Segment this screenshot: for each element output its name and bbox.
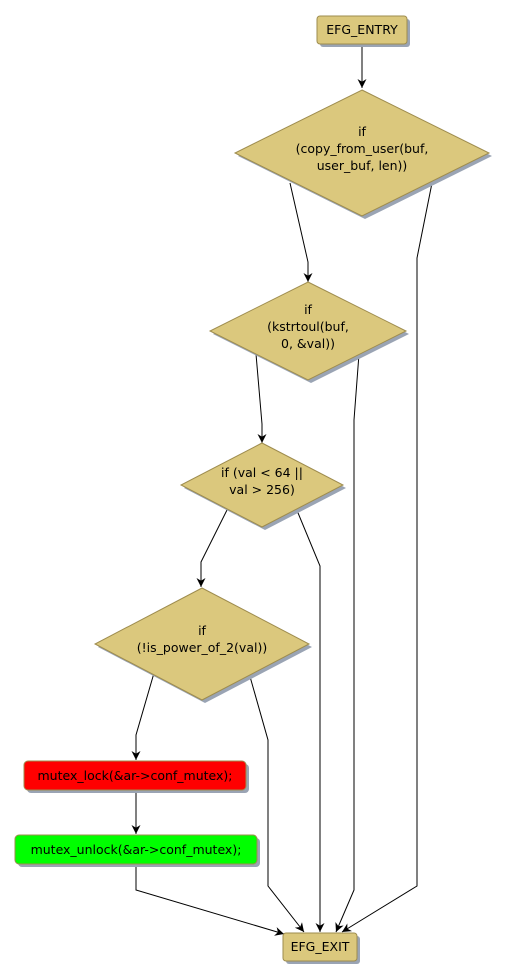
edges — [131, 44, 433, 936]
edge-dec3-dec4 — [196, 507, 229, 587]
edge-dec4-lock — [131, 672, 155, 760]
decision-diamond — [233, 89, 491, 217]
node-decision-kstrtoul: if (kstrtoul(buf, 0, &val)) — [208, 281, 409, 383]
edge-dec2-dec3 — [255, 353, 267, 443]
label-line: 0, &val)) — [281, 336, 335, 351]
entry-terminal — [316, 15, 408, 45]
mutex-unlock-box — [14, 834, 258, 865]
node-label: if (!is_power_of_2(val)) — [137, 623, 267, 655]
edge-dec1-dec2 — [289, 182, 313, 282]
node-mutex-unlock: mutex_unlock(&ar->conf_mutex); — [14, 834, 260, 867]
label-line: if — [304, 302, 312, 317]
edge-dec3-exit — [295, 507, 325, 932]
node-label: if (copy_from_user(buf, user_buf, len)) — [296, 124, 429, 173]
edge-dec2-exit — [335, 353, 360, 933]
node-label: mutex_unlock(&ar->conf_mutex); — [31, 842, 242, 857]
label-line: EFG_EXIT — [291, 939, 350, 954]
node-decision-is-power-of-2: if (!is_power_of_2(val)) — [93, 587, 312, 703]
label-line: mutex_unlock(&ar->conf_mutex); — [31, 842, 242, 857]
node-decision-val-range: if (val < 64 || val > 256) — [179, 442, 346, 530]
label-line: EFG_ENTRY — [326, 22, 398, 37]
label-line: if (val < 64 || — [221, 465, 303, 480]
edge-dec4-exit — [248, 672, 305, 933]
node-label: if (kstrtoul(buf, 0, &val)) — [267, 302, 349, 351]
node-label: if (val < 64 || val > 256) — [221, 465, 303, 497]
edge-dec1-exit — [341, 182, 433, 933]
decision-diamond — [93, 587, 311, 701]
node-label: EFG_EXIT — [291, 939, 350, 954]
decision-diamond — [179, 442, 345, 528]
node-exit: EFG_EXIT — [282, 932, 360, 964]
label-line: user_buf, len)) — [317, 158, 408, 173]
node-label: EFG_ENTRY — [326, 22, 398, 37]
node-label: mutex_lock(&ar->conf_mutex); — [37, 768, 232, 783]
mutex-lock-box — [23, 760, 247, 791]
edge-unlock-exit — [135, 866, 285, 936]
label-line: mutex_lock(&ar->conf_mutex); — [37, 768, 232, 783]
node-mutex-lock: mutex_lock(&ar->conf_mutex); — [23, 760, 249, 793]
exit-terminal — [282, 932, 358, 962]
label-line: (copy_from_user(buf, — [296, 141, 429, 156]
label-line: val > 256) — [229, 482, 295, 497]
label-line: (!is_power_of_2(val)) — [137, 640, 267, 655]
label-line: (kstrtoul(buf, — [267, 319, 349, 334]
decision-diamond — [208, 281, 408, 381]
label-line: if — [198, 623, 206, 638]
label-line: if — [358, 124, 366, 139]
node-entry: EFG_ENTRY — [316, 15, 410, 47]
node-decision-copy-from-user: if (copy_from_user(buf, user_buf, len)) — [233, 89, 492, 219]
